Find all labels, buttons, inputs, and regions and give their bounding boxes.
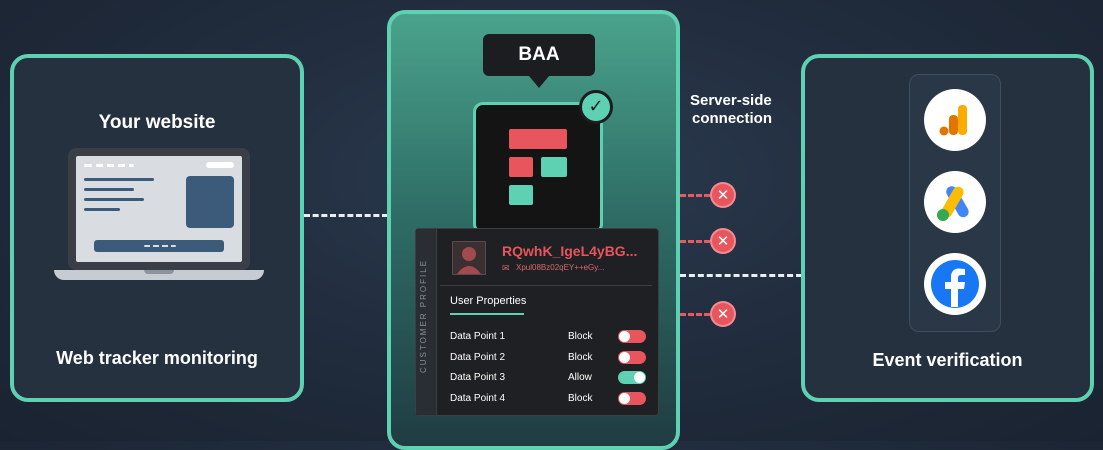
- verified-check-icon: ✓: [579, 90, 613, 124]
- data-point-label: Data Point 3: [450, 372, 506, 383]
- server-side-label-line1: Server-side: [690, 92, 772, 109]
- event-verification-label: Event verification: [872, 350, 1023, 370]
- google-analytics-icon: [924, 89, 986, 151]
- baa-tag-pointer: [529, 76, 549, 88]
- data-point-row: Data Point 4 Block: [450, 391, 650, 407]
- data-point-toggle[interactable]: [618, 330, 646, 343]
- server-side-connection-label: Server-side connection: [690, 92, 800, 128]
- data-point-toggle[interactable]: [618, 371, 646, 384]
- tab-user-properties[interactable]: User Properties: [450, 295, 527, 307]
- blocked-connector-1: [680, 194, 710, 197]
- server-connector: [680, 274, 802, 277]
- data-point-row: Data Point 2 Block: [450, 350, 650, 366]
- data-point-state: Block: [568, 331, 593, 342]
- blocked-connector-3: [680, 313, 710, 316]
- baa-tag: BAA: [483, 34, 595, 76]
- facebook-icon: [924, 253, 986, 315]
- profile-name: RQwhK_IgeL4yBG...: [502, 243, 638, 259]
- customer-profile-card: CUSTOMER PROFILE RQwhK_IgeL4yBG... ✉ Xpu…: [415, 228, 659, 416]
- product-logo: [473, 102, 603, 234]
- profile-id: Xpul08Bz02qEY++eGy...: [516, 263, 605, 272]
- data-point-state: Block: [568, 393, 593, 404]
- data-point-state: Block: [568, 352, 593, 363]
- web-tracker-monitoring-label: Web tracker monitoring: [56, 348, 258, 368]
- google-ads-icon: [924, 171, 986, 233]
- profile-divider: [440, 285, 652, 286]
- tab-active-indicator: [450, 313, 524, 315]
- website-title: Your website: [98, 112, 216, 133]
- data-point-row: Data Point 3 Allow: [450, 370, 650, 386]
- event-verification-panel: Event verification: [801, 54, 1094, 402]
- blocked-x-icon: ✕: [710, 182, 736, 208]
- data-point-label: Data Point 2: [450, 352, 506, 363]
- data-point-row: Data Point 1 Block: [450, 329, 650, 345]
- data-point-state: Allow: [568, 372, 592, 383]
- data-point-label: Data Point 1: [450, 331, 506, 342]
- blocked-x-icon: ✕: [710, 228, 736, 254]
- integrations-column: [909, 74, 1001, 332]
- website-connector: [304, 214, 388, 217]
- website-panel: Your website Web tracker monitoring: [10, 54, 304, 402]
- baa-panel: BAA ✓ CUSTOMER PROFILE RQwhK_IgeL4yBG...…: [387, 10, 680, 450]
- data-point-toggle[interactable]: [618, 392, 646, 405]
- profile-sidebar-strip: CUSTOMER PROFILE: [416, 229, 437, 415]
- customer-profile-label: CUSTOMER PROFILE: [419, 258, 428, 374]
- blocked-connector-2: [680, 240, 710, 243]
- laptop-illustration: [54, 148, 264, 280]
- avatar: [452, 241, 486, 275]
- data-point-toggle[interactable]: [618, 351, 646, 364]
- mail-icon: ✉: [502, 263, 510, 273]
- data-point-label: Data Point 4: [450, 393, 506, 404]
- blocked-x-icon: ✕: [710, 301, 736, 327]
- server-side-label-line2: connection: [692, 110, 773, 127]
